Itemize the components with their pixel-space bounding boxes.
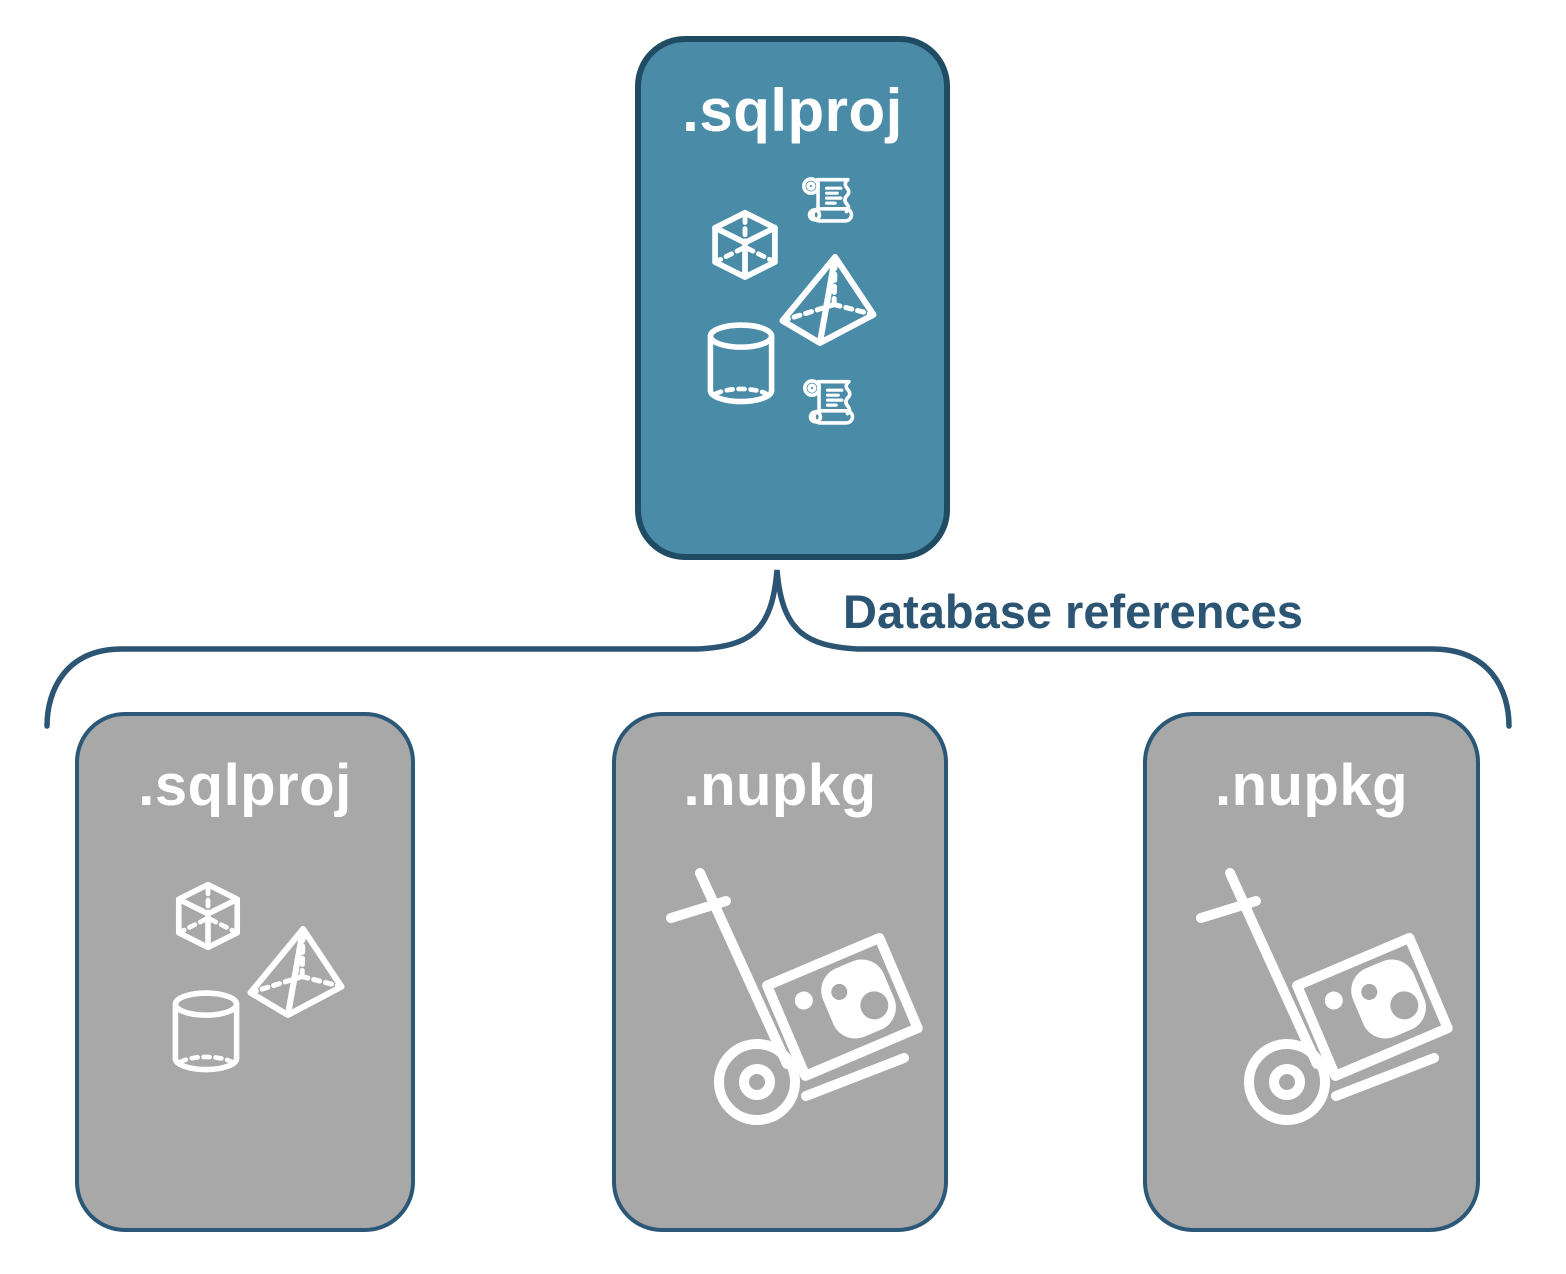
reference-box-sqlproj: .sqlproj xyxy=(75,712,415,1232)
reference-box-label: .nupkg xyxy=(683,753,877,818)
reference-box-label: .sqlproj xyxy=(138,753,352,818)
database-references-label: Database references xyxy=(843,585,1303,638)
root-box-label: .sqlproj xyxy=(682,77,903,144)
reference-box-nupkg-2: .nupkg xyxy=(1143,712,1480,1232)
cylinder-icon xyxy=(172,990,240,1073)
reference-box-nupkg-1: .nupkg xyxy=(612,712,948,1232)
package-dolly-icon xyxy=(1196,868,1453,1125)
root-box-sqlproj: .sqlproj xyxy=(635,36,950,560)
scroll-icon xyxy=(802,177,854,223)
brace-connector xyxy=(44,569,1512,729)
scroll-icon xyxy=(803,379,855,425)
cube-icon xyxy=(175,881,241,951)
pyramid-icon xyxy=(779,254,877,346)
cube-icon xyxy=(712,209,778,280)
package-dolly-icon xyxy=(666,868,923,1125)
reference-box-label: .nupkg xyxy=(1214,753,1409,818)
cylinder-icon xyxy=(707,322,775,405)
pyramid-icon xyxy=(247,926,345,1018)
